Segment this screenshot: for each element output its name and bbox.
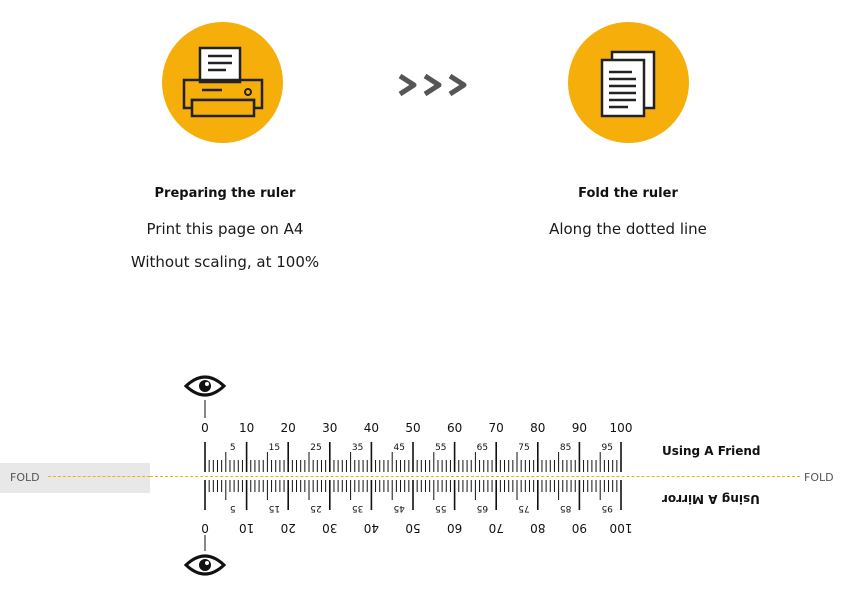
ruler-major-label-top: 30 bbox=[322, 421, 337, 435]
ruler-minor-label-bottom: 15 bbox=[269, 503, 280, 513]
ruler-minor-label-bottom: 35 bbox=[352, 503, 363, 513]
ruler-major-label-top: 60 bbox=[447, 421, 462, 435]
fold-label-right: FOLD bbox=[804, 471, 834, 484]
triple-chevron-right-icon bbox=[398, 73, 467, 97]
document-icon-circle bbox=[568, 22, 689, 143]
ruler-major-label-top: 10 bbox=[239, 421, 254, 435]
ruler-major-label-bottom: 100 bbox=[610, 521, 633, 535]
ruler-minor-label-top: 25 bbox=[310, 443, 321, 453]
ruler-minor-label-top: 85 bbox=[560, 443, 571, 453]
ruler-minor-label-top: 65 bbox=[477, 443, 488, 453]
eye-icon-mirrored bbox=[183, 554, 227, 576]
ruler-major-label-bottom: 10 bbox=[239, 521, 254, 535]
ruler-major-label-bottom: 60 bbox=[447, 521, 462, 535]
document-icon bbox=[600, 50, 656, 118]
ruler-minor-label-bottom: 95 bbox=[601, 503, 612, 513]
ruler-minor-label-bottom: 55 bbox=[435, 503, 446, 513]
fold-label-box bbox=[0, 463, 150, 493]
ruler-major-label-top: 40 bbox=[364, 421, 379, 435]
ruler-minor-label-top: 35 bbox=[352, 443, 363, 453]
ruler-major-label-top: 90 bbox=[572, 421, 587, 435]
ruler-minor-label-bottom: 85 bbox=[560, 503, 571, 513]
step-line-dotted: Along the dotted line bbox=[549, 220, 707, 238]
ruler-major-label-bottom: 50 bbox=[405, 521, 420, 535]
ruler-minor-label-bottom: 25 bbox=[310, 503, 321, 513]
step-title-preparing: Preparing the ruler bbox=[154, 186, 296, 201]
step-line-print: Print this page on A4 bbox=[146, 220, 304, 238]
caption-using-a-mirror: Using A Mirror bbox=[662, 492, 760, 506]
ruler-minor-label-top: 95 bbox=[601, 443, 612, 453]
ruler-major-label-bottom: 70 bbox=[489, 521, 504, 535]
ruler-minor-label-top: 75 bbox=[518, 443, 529, 453]
ruler-major-label-top: 20 bbox=[281, 421, 296, 435]
ruler-minor-label-bottom: 45 bbox=[393, 503, 404, 513]
ruler-major-label-top: 50 bbox=[405, 421, 420, 435]
ruler-major-label-top: 0 bbox=[201, 421, 209, 435]
printer-icon-circle bbox=[162, 22, 283, 143]
ruler-minor-label-top: 55 bbox=[435, 443, 446, 453]
ruler-major-label-bottom: 30 bbox=[322, 521, 337, 535]
ruler-major-label-bottom: 40 bbox=[364, 521, 379, 535]
ruler-major-label-bottom: 80 bbox=[530, 521, 545, 535]
ruler-major-label-bottom: 20 bbox=[281, 521, 296, 535]
ruler-minor-label-top: 15 bbox=[269, 443, 280, 453]
ruler-major-label-bottom: 90 bbox=[572, 521, 587, 535]
printer-icon bbox=[182, 46, 264, 118]
eye-icon bbox=[183, 375, 227, 397]
ruler-minor-label-bottom: 65 bbox=[477, 503, 488, 513]
fold-dashed-line-left bbox=[48, 476, 150, 477]
step-line-scaling: Without scaling, at 100% bbox=[130, 253, 320, 271]
ruler-minor-label-bottom: 75 bbox=[518, 503, 529, 513]
ruler-major-label-bottom: 0 bbox=[201, 521, 209, 535]
ruler-minor-label-top: 5 bbox=[230, 443, 236, 453]
ruler-major-label-top: 70 bbox=[489, 421, 504, 435]
caption-using-a-friend: Using A Friend bbox=[662, 444, 761, 458]
fold-dashed-line bbox=[150, 476, 800, 477]
step-title-fold: Fold the ruler bbox=[578, 186, 678, 201]
ruler-major-label-top: 100 bbox=[610, 421, 633, 435]
ruler-minor-label-bottom: 5 bbox=[230, 503, 236, 513]
fold-label-left: FOLD bbox=[10, 471, 40, 484]
ruler-major-label-top: 80 bbox=[530, 421, 545, 435]
ruler-minor-label-top: 45 bbox=[393, 443, 404, 453]
